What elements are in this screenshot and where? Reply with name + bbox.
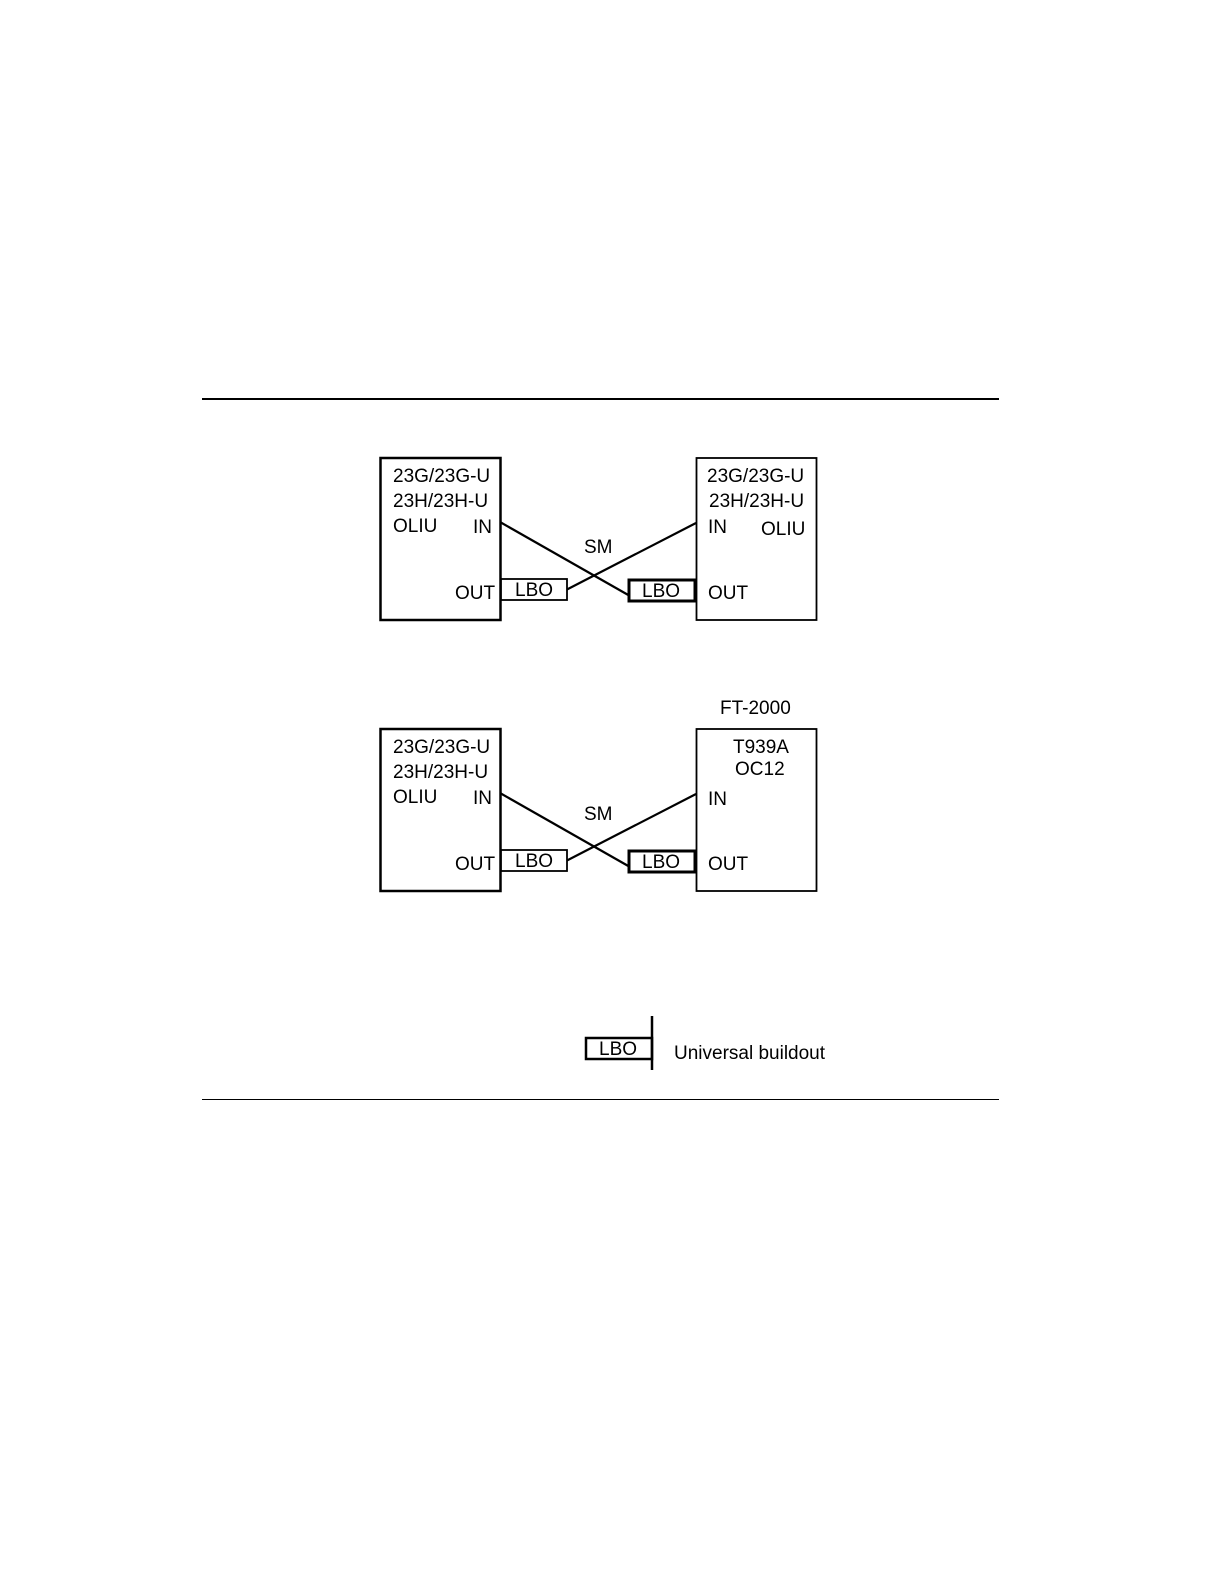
legend-description: Universal buildout xyxy=(674,1043,826,1064)
figure-1: 23G/23G-U 23H/23H-U OLIU IN OUT 23G/23G-… xyxy=(381,458,817,620)
ft2000-system-label: FT-2000 xyxy=(720,698,791,719)
right-unit-line3: OLIU xyxy=(761,519,805,540)
right-in-port-label-2: IN xyxy=(708,789,727,810)
left-in-port-label: IN xyxy=(473,517,492,538)
right-out-port-label-2: OUT xyxy=(708,854,749,875)
left-out-port-label-2: OUT xyxy=(455,854,496,875)
right-out-port-label: OUT xyxy=(708,583,749,604)
left-unit-2-line2: 23H/23H-U xyxy=(393,762,488,783)
left-in-port-label-2: IN xyxy=(473,788,492,809)
right-unit-line2: 23H/23H-U xyxy=(709,491,804,512)
right-unit-line1: 23G/23G-U xyxy=(707,466,804,487)
right-in-port-label: IN xyxy=(708,517,727,538)
fiber-type-label-2: SM xyxy=(584,804,613,825)
fiber-type-label: SM xyxy=(584,537,613,558)
left-unit-2-line3: OLIU xyxy=(393,787,437,808)
left-lbo-label-2: LBO xyxy=(515,851,553,872)
left-unit-line3: OLIU xyxy=(393,516,437,537)
left-lbo-label: LBO xyxy=(515,580,553,601)
left-out-port-label: OUT xyxy=(455,583,496,604)
right-lbo-label: LBO xyxy=(642,581,680,602)
left-unit-line1: 23G/23G-U xyxy=(393,466,490,487)
legend: LBO Universal buildout xyxy=(586,1016,826,1070)
legend-lbo-label: LBO xyxy=(599,1039,637,1060)
right-lbo-label-2: LBO xyxy=(642,852,680,873)
left-unit-line2: 23H/23H-U xyxy=(393,491,488,512)
left-unit-2-line1: 23G/23G-U xyxy=(393,737,490,758)
right-unit-2-line1: T939A xyxy=(733,737,789,758)
figure-2: 23G/23G-U 23H/23H-U OLIU IN OUT FT-2000 … xyxy=(381,698,817,891)
right-unit-2-line2: OC12 xyxy=(735,759,785,780)
